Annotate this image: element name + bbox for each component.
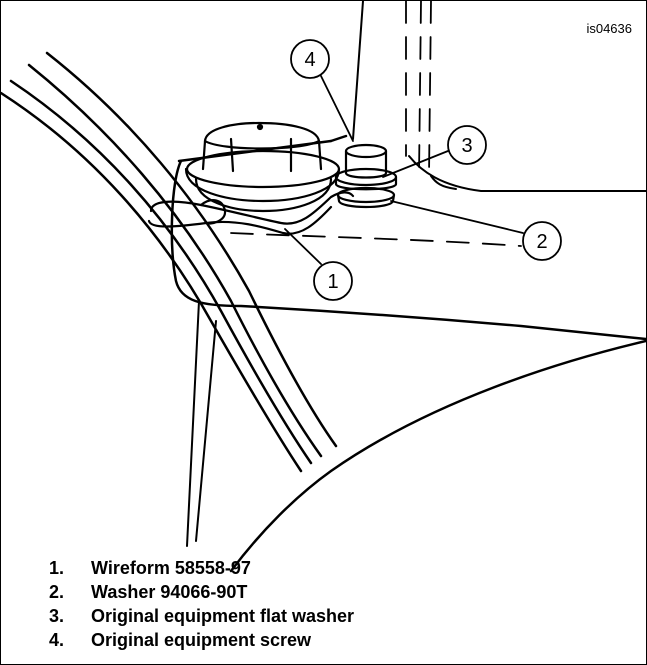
callout-4: 4 <box>290 39 354 142</box>
screw-assembly <box>334 143 398 209</box>
callout-2: 2 <box>390 200 562 261</box>
legend-number: 3. <box>49 606 65 626</box>
legend-text: Wireform 58558-97 <box>91 558 251 578</box>
legend-number: 1. <box>49 558 65 578</box>
legend-text: Original equipment flat washer <box>91 606 355 626</box>
callout-1: 1 <box>284 228 353 301</box>
legend-item: 3. Original equipment flat washer <box>49 604 354 628</box>
figure-id: is04636 <box>586 21 632 36</box>
wireform-part <box>149 191 355 225</box>
legend-number: 4. <box>49 630 65 650</box>
parts-legend: 1. Wireform 58558-97 2. Washer 94066-90T… <box>49 556 354 652</box>
hose-bundle <box>1 51 338 473</box>
frame-post <box>186 300 217 547</box>
tank-body-curve <box>229 339 646 573</box>
legend-item: 1. Wireform 58558-97 <box>49 556 354 580</box>
right-bracket-edge <box>408 155 646 192</box>
svg-text:2: 2 <box>536 231 547 253</box>
wireform-part-inner <box>147 205 333 235</box>
legend-number: 2. <box>49 582 65 602</box>
legend-item: 2. Washer 94066-90T <box>49 580 354 604</box>
legend-item: 4. Original equipment screw <box>49 628 354 652</box>
svg-text:4: 4 <box>304 49 315 71</box>
svg-text:3: 3 <box>461 135 472 157</box>
bracket-hidden-lines <box>230 1 522 247</box>
background-edge <box>352 1 364 140</box>
svg-text:1: 1 <box>327 271 338 293</box>
wireform-loop <box>199 199 227 225</box>
legend-text: Washer 94066-90T <box>91 582 248 602</box>
legend-text: Original equipment screw <box>91 630 312 650</box>
fill-cap <box>184 121 341 213</box>
callout-3: 3 <box>382 125 487 178</box>
